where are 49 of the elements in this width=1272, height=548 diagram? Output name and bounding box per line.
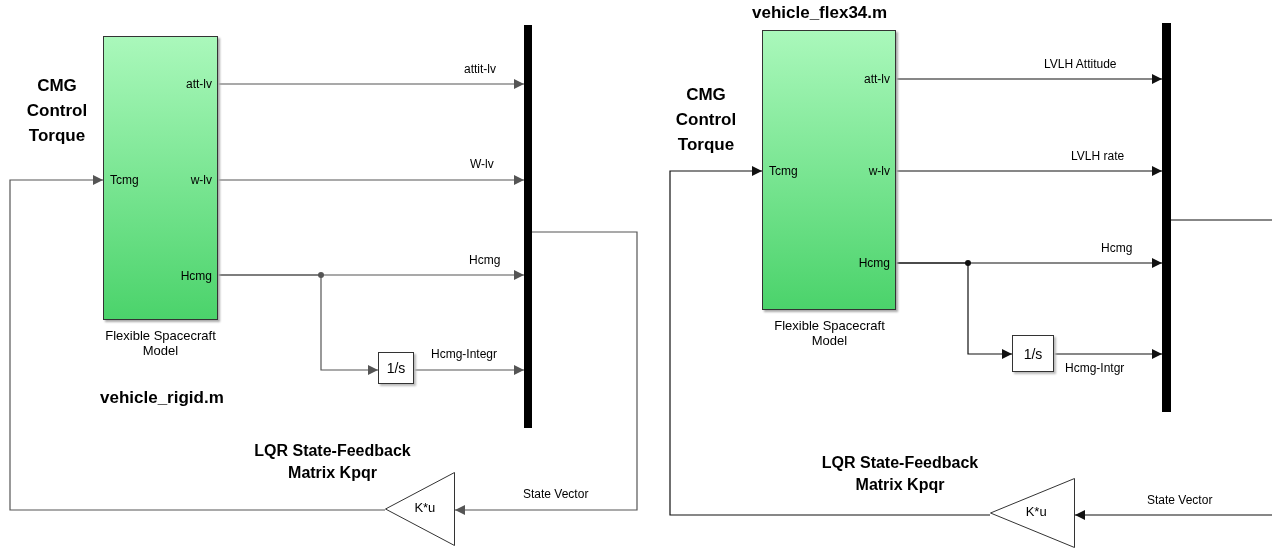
port-label: Tcmg (110, 173, 139, 187)
signal-label: Hcmg (1100, 241, 1134, 255)
signal-line (895, 262, 1013, 359)
signal-line (1170, 219, 1272, 221)
integrator-block: 1/s (378, 352, 414, 384)
signal-line (217, 274, 379, 375)
file-name: vehicle_flex34.m (752, 3, 888, 23)
signal-label: attit-lv (463, 62, 497, 76)
signal-label: Hcmg-Intgr (1064, 361, 1126, 375)
gain-block (385, 472, 455, 546)
gain-label: K*u (414, 500, 436, 515)
mux-bar (1162, 23, 1171, 412)
mux-bar (524, 25, 532, 428)
signal-label: State Vector (522, 487, 590, 501)
signal-line (454, 231, 638, 515)
port-label: Hcmg (858, 256, 890, 270)
subsystem-block (762, 30, 896, 310)
signal-line (669, 166, 991, 516)
port-label: w-lv (868, 164, 890, 178)
signal-line (895, 74, 1163, 84)
signal-line (1053, 349, 1163, 359)
signal-line (895, 166, 1163, 176)
port-label: att-lv (864, 72, 890, 86)
signal-label: Hcmg-Integr (430, 347, 499, 361)
signal-label: State Vector (1146, 493, 1214, 507)
signal-label: Hcmg (468, 253, 502, 267)
port-label: Tcmg (769, 164, 798, 178)
port-label: w-lv (190, 173, 212, 187)
signal-line (413, 365, 525, 375)
gain-label: K*u (1025, 504, 1047, 519)
signal-line (217, 79, 525, 89)
signal-line (9, 175, 386, 511)
signal-label: LVLH rate (1070, 149, 1126, 163)
block-caption: LQR State-Feedback Matrix Kpqr (820, 453, 980, 495)
signal-label: LVLH Attitude (1043, 57, 1118, 71)
block-caption: Flexible Spacecraft Model (773, 318, 886, 348)
port-label: att-lv (186, 77, 212, 91)
integrator-block: 1/s (1012, 335, 1054, 372)
file-name: vehicle_rigid.m (100, 388, 224, 408)
port-label: Hcmg (180, 269, 212, 283)
block-caption: Flexible Spacecraft Model (104, 328, 217, 358)
input-label: CMG Control Torque (25, 75, 89, 147)
input-label: CMG Control Torque (674, 84, 738, 156)
signal-line (217, 175, 525, 185)
block-caption: LQR State-Feedback Matrix Kpqr (253, 441, 412, 483)
signal-line (1074, 510, 1272, 520)
signal-label: W-lv (469, 157, 495, 171)
subsystem-block (103, 36, 218, 320)
gain-block (990, 478, 1075, 548)
